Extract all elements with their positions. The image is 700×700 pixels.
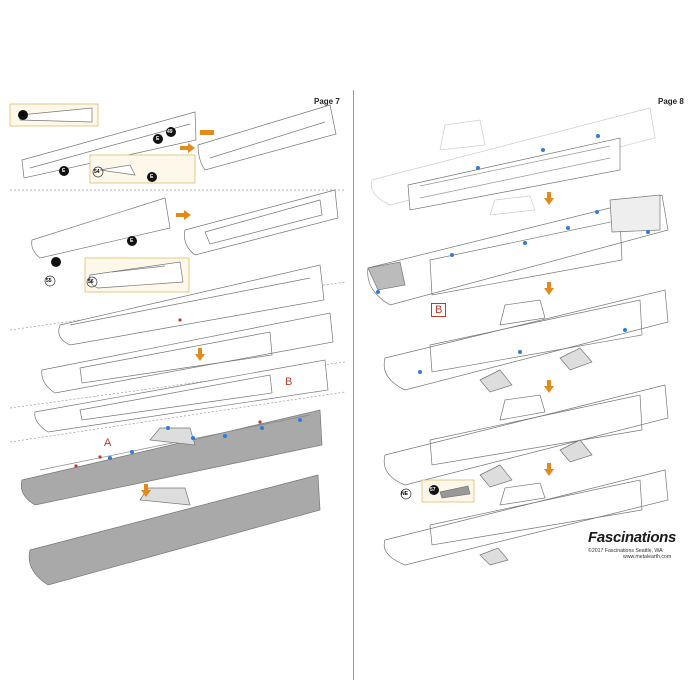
page-divider <box>353 90 354 680</box>
copyright-line: ©2017 Fascinations Seattle, WA <box>588 548 663 554</box>
step-57-label: 57 <box>430 487 436 493</box>
step-e-label-3: E <box>150 174 154 180</box>
step-e-label-1: E <box>62 168 66 174</box>
copyright-text: ©2017 Fascinations Seattle, WA www.metal… <box>588 548 671 560</box>
step-55-label: 55 <box>46 278 52 284</box>
step-e-label-4: E <box>130 238 134 244</box>
step-ne-label: NE <box>401 491 408 497</box>
page-7-label: Page 7 <box>314 97 340 106</box>
marker-b-right: B <box>431 303 447 317</box>
step-e-label-2: E <box>156 136 160 142</box>
step-54-label: 54 <box>94 169 100 175</box>
marker-b-left: B <box>285 376 293 388</box>
page-8-label: Page 8 <box>658 97 684 106</box>
step-53-label: 53 <box>19 112 25 118</box>
website-url: www.metalearth.com <box>623 554 672 560</box>
step-49-label: 49 <box>167 129 173 135</box>
step-56-label: 56 <box>88 279 94 285</box>
marker-a: A <box>104 437 112 449</box>
fascinations-logo: Fascinations <box>588 529 677 546</box>
